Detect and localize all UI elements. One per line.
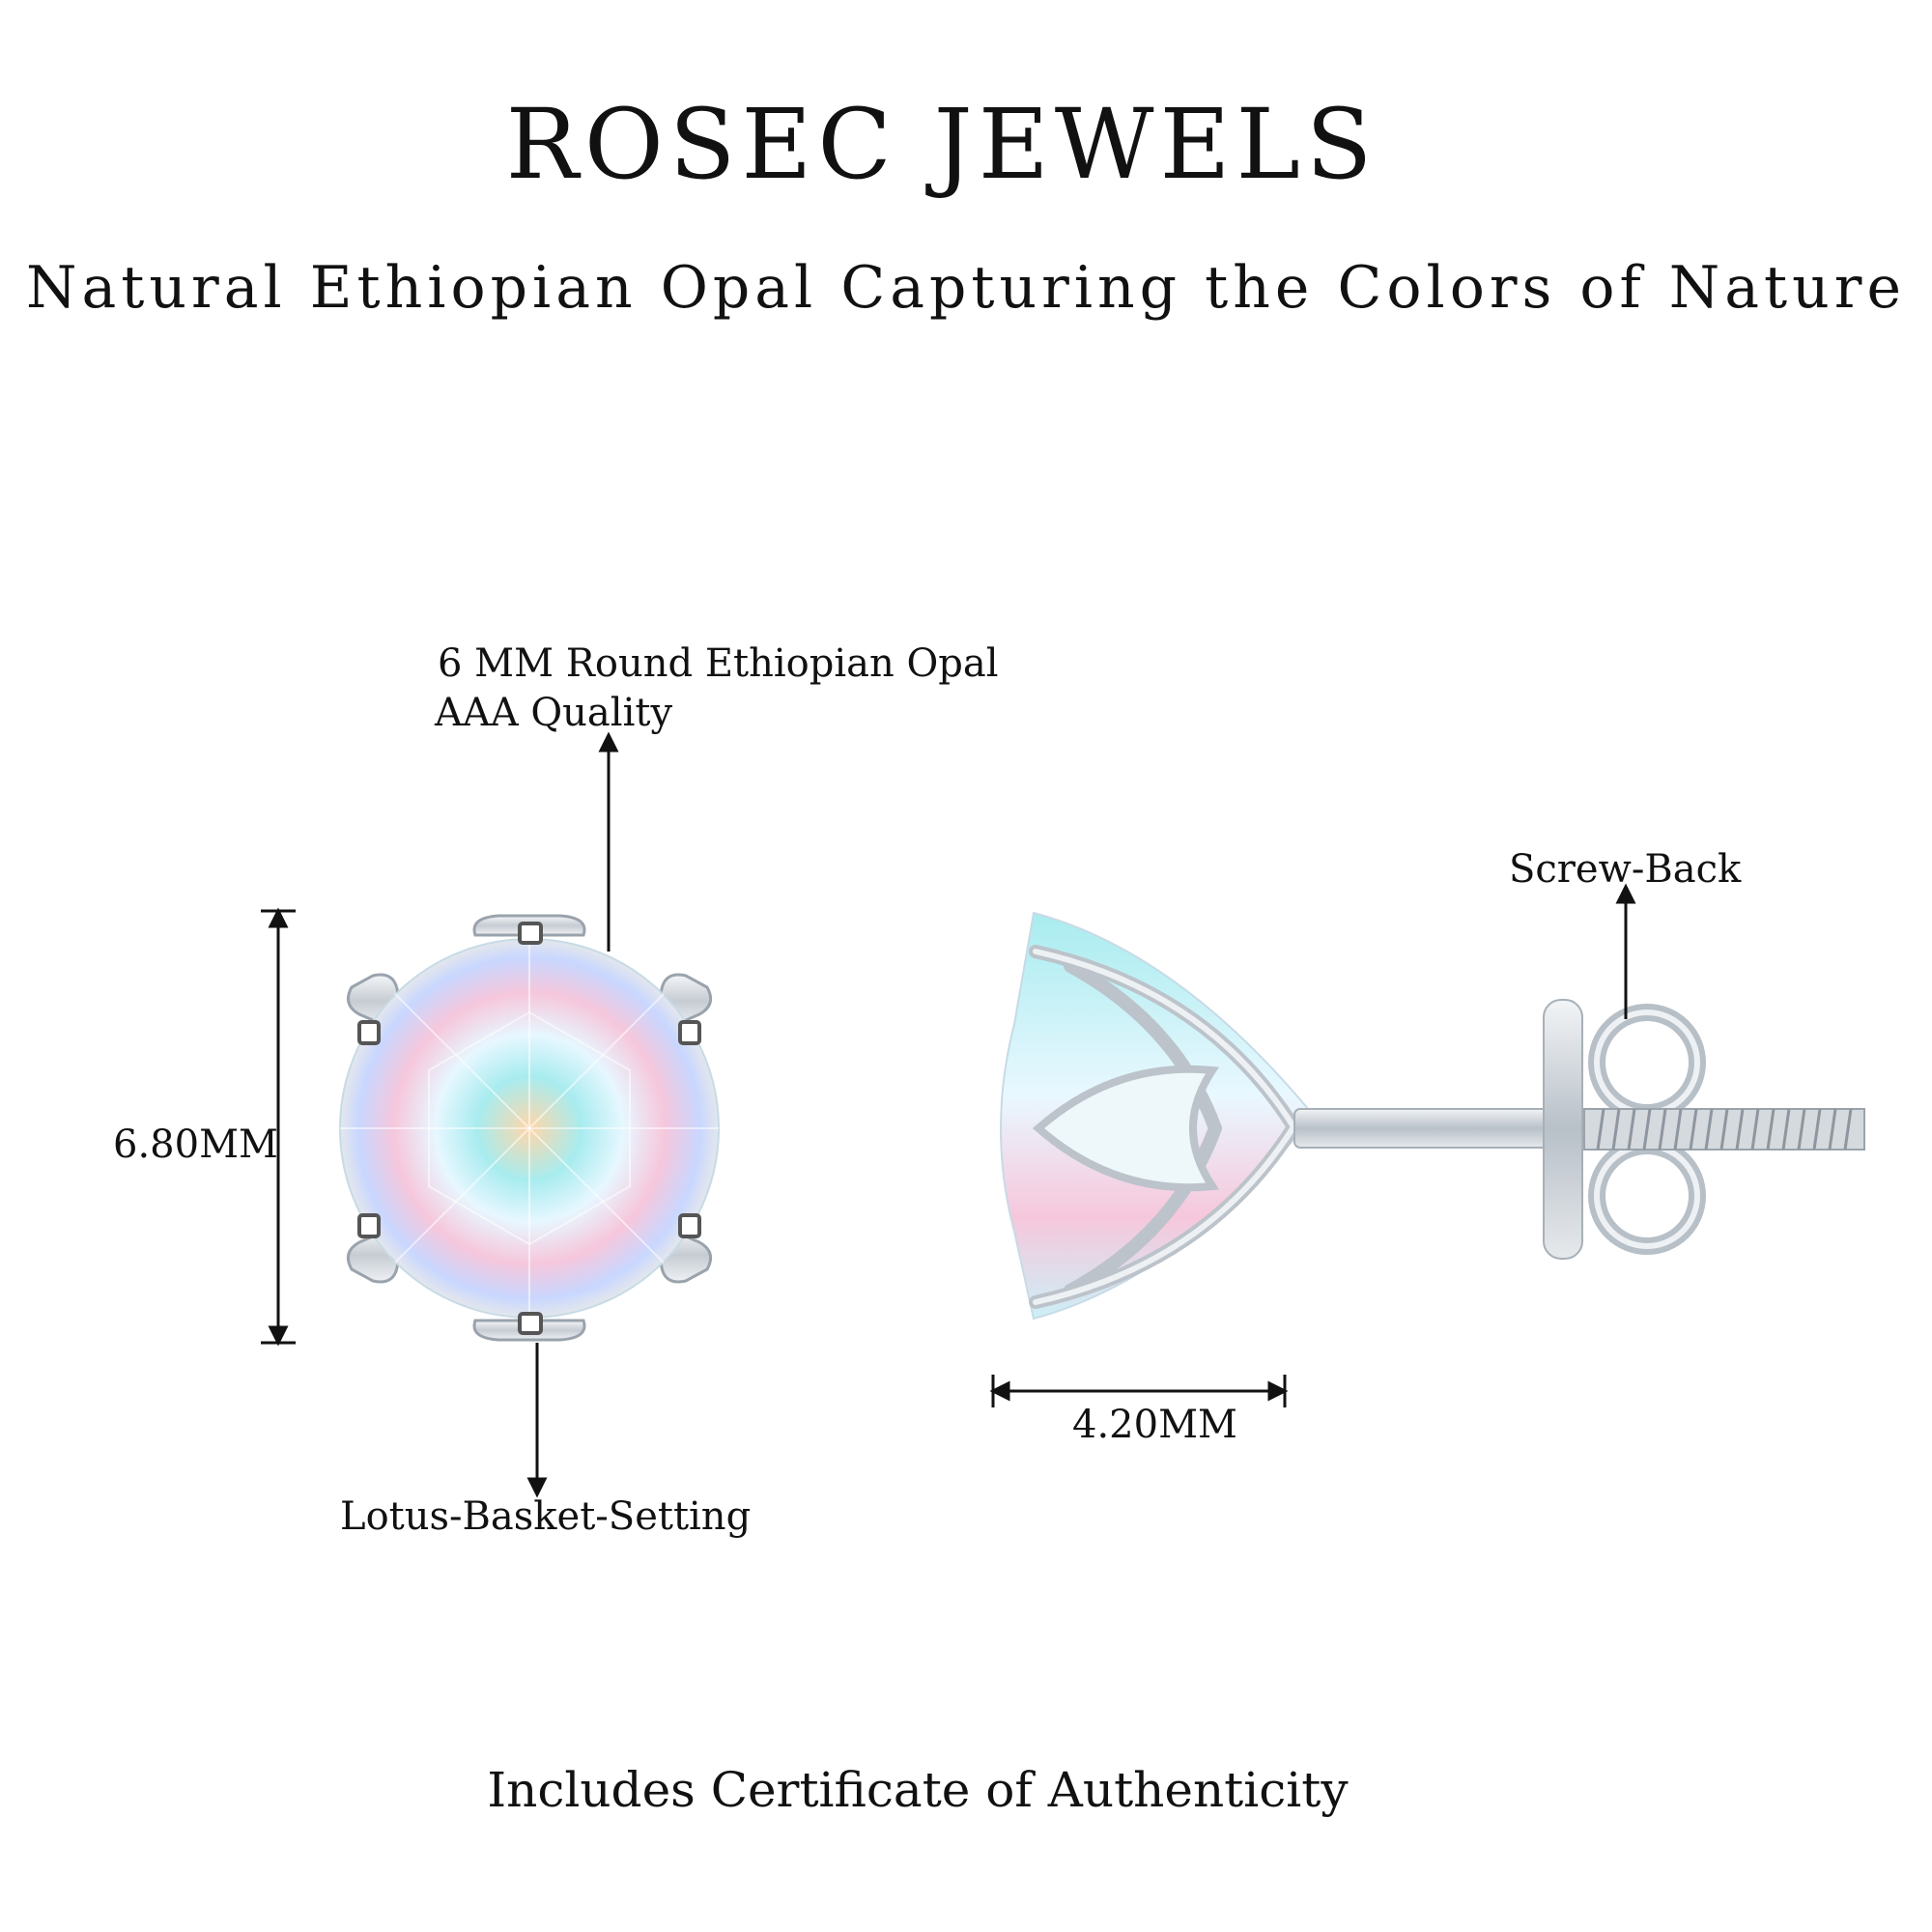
tagline: Natural Ethiopian Opal Capturing the Col… — [26, 254, 1906, 322]
dimension-arrow-icon — [261, 907, 296, 1347]
height-dimension-label: 6.80MM — [113, 1122, 278, 1167]
dimension-arrow-icon — [989, 1375, 1289, 1407]
stone-size-label: 6 MM Round Ethiopian Opal — [438, 641, 999, 686]
screw-back — [1543, 999, 1865, 1260]
side-view-earring — [1000, 911, 1865, 1321]
certificate-note: Includes Certificate of Authenticity — [487, 1762, 1349, 1818]
setting-label: Lotus-Basket-Setting — [340, 1494, 752, 1539]
screw-back-label: Screw-Back — [1509, 847, 1742, 892]
front-view-earring — [339, 914, 720, 1342]
stone-quality-label: AAA Quality — [435, 691, 673, 735]
width-dimension-label: 4.20MM — [1072, 1403, 1237, 1447]
brand-title: ROSEC JEWELS — [505, 88, 1378, 201]
